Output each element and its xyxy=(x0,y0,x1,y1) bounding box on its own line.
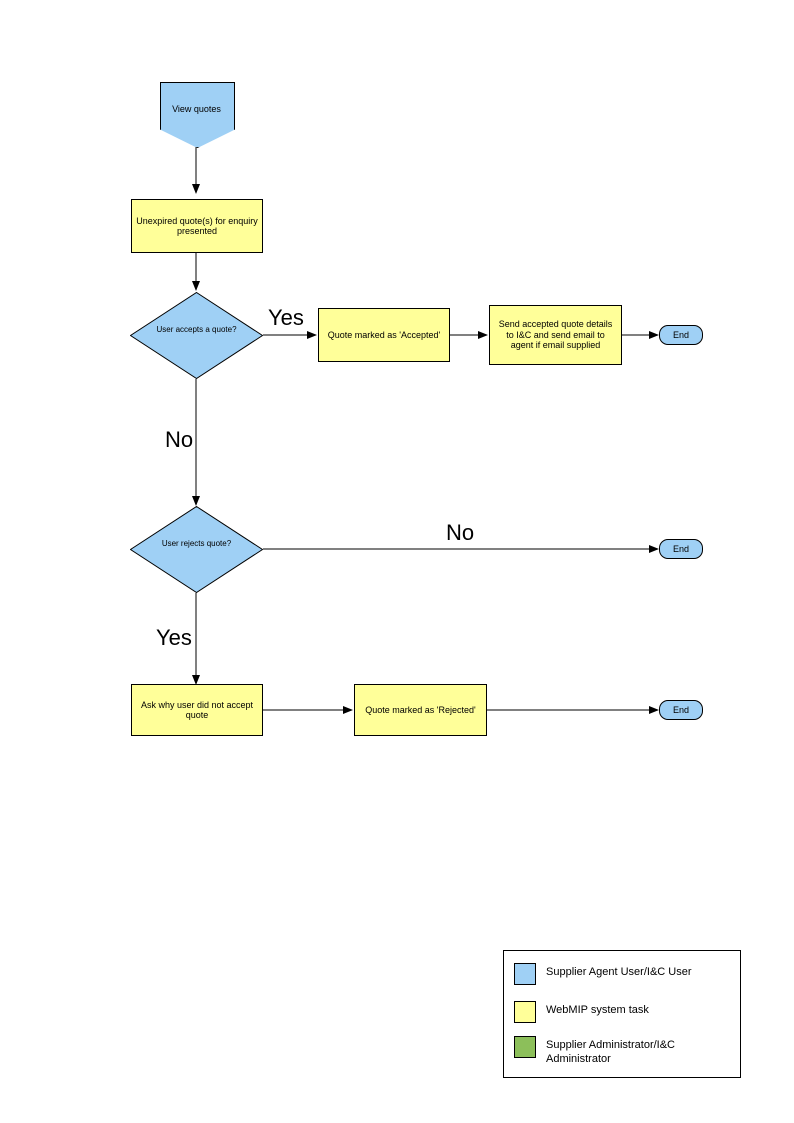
node-quote-marked-rejected[interactable]: Quote marked as 'Rejected' xyxy=(354,684,487,736)
legend-swatch-yellow xyxy=(514,1001,536,1023)
node-ask-why-not-accepted[interactable]: Ask why user did not accept quote xyxy=(131,684,263,736)
node-end-2-label: End xyxy=(672,543,689,554)
legend-label-supplier-administrator: Supplier Administrator/I&C Administrator xyxy=(546,1039,675,1065)
node-send-accepted-details-label: Send accepted quote details to I&C and s… xyxy=(498,319,613,351)
legend-item-webmip-system-task: WebMIP system task xyxy=(514,1001,736,1023)
node-unexpired-quotes[interactable]: Unexpired quote(s) for enquiry presented xyxy=(131,199,263,253)
node-decision-user-rejects[interactable]: User rejects quote? xyxy=(130,506,263,593)
node-decision-user-accepts-label: User accepts a quote? xyxy=(156,325,237,334)
node-start-view-quotes[interactable]: View quotes xyxy=(160,82,235,148)
decision-diamond-shape xyxy=(130,292,263,379)
node-quote-marked-accepted[interactable]: Quote marked as 'Accepted' xyxy=(318,308,450,362)
node-end-1-label: End xyxy=(672,329,689,340)
decision-diamond-shape xyxy=(130,506,263,593)
node-decision-user-accepts[interactable]: User accepts a quote? xyxy=(130,292,263,379)
node-quote-marked-accepted-label: Quote marked as 'Accepted' xyxy=(327,329,441,340)
legend-swatch-green xyxy=(514,1036,536,1058)
node-end-1[interactable]: End xyxy=(659,325,703,345)
legend-item-supplier-administrator: Supplier Administrator/I&C Administrator xyxy=(514,1036,736,1067)
legend: Supplier Agent User/I&C User WebMIP syst… xyxy=(503,950,741,1078)
edge-label-accepts-no: No xyxy=(165,427,194,452)
node-send-accepted-details[interactable]: Send accepted quote details to I&C and s… xyxy=(489,305,622,365)
legend-swatch-blue xyxy=(514,963,536,985)
node-start-label: View quotes xyxy=(172,104,221,114)
edge-label-rejects-no: No xyxy=(446,520,475,545)
start-pentagon-shape xyxy=(160,82,235,148)
edge-label-rejects-yes: Yes xyxy=(156,625,192,650)
node-ask-why-not-accepted-label: Ask why user did not accept quote xyxy=(140,699,254,720)
node-end-2[interactable]: End xyxy=(659,539,703,559)
legend-label-webmip-system-task: WebMIP system task xyxy=(546,1004,649,1016)
node-end-3-label: End xyxy=(672,704,689,715)
legend-label-supplier-agent-user: Supplier Agent User/I&C User xyxy=(546,966,692,978)
node-decision-user-rejects-label: User rejects quote? xyxy=(161,539,232,548)
edge-label-accepts-yes: Yes xyxy=(268,305,304,330)
node-end-3[interactable]: End xyxy=(659,700,703,720)
node-quote-marked-rejected-label: Quote marked as 'Rejected' xyxy=(365,704,476,715)
node-unexpired-quotes-label: Unexpired quote(s) for enquiry presented xyxy=(136,215,258,236)
legend-item-supplier-agent-user: Supplier Agent User/I&C User xyxy=(514,963,736,985)
